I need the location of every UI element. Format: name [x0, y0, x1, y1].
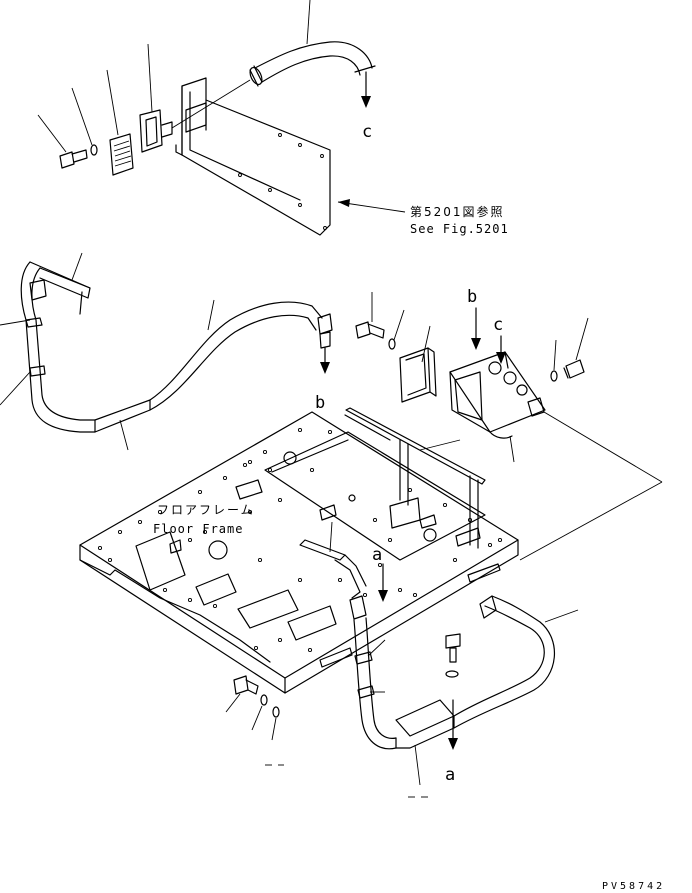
leader-line	[575, 317, 589, 361]
bolt-right-left	[355, 321, 385, 339]
washer-top	[90, 144, 98, 156]
washer-bottom-right	[445, 670, 459, 678]
arrow-c-head	[361, 96, 371, 108]
leader-line	[544, 609, 579, 623]
washer-right-right	[550, 370, 558, 382]
u-bracket	[399, 347, 437, 403]
leader-line	[421, 325, 431, 363]
bottom-hose	[349, 595, 555, 750]
bolt-top	[59, 149, 88, 169]
washer-right-left	[388, 338, 396, 350]
stand-bracket	[344, 407, 486, 549]
left-hose	[20, 261, 333, 433]
label-a-bottom: a	[445, 765, 455, 785]
floor-frame	[79, 411, 519, 694]
arrow-a-bottom-head	[448, 738, 458, 750]
leader-line	[71, 252, 83, 281]
label-c-top: c	[362, 122, 372, 142]
reference-en: See Fig.5201	[410, 222, 509, 236]
frame-label-en: Floor Frame	[153, 522, 243, 536]
drawing-code: PV58742	[602, 881, 665, 892]
construction-line	[543, 411, 663, 483]
leader-line	[393, 309, 405, 341]
arrow-c-right-head	[496, 352, 506, 364]
leader-line	[251, 705, 263, 731]
leader-line	[207, 299, 215, 331]
left-clamp-mid	[25, 317, 43, 328]
leader-line	[414, 744, 421, 786]
leader-line	[147, 43, 153, 113]
bolt-bottom-right	[445, 633, 461, 663]
leader-line	[367, 639, 386, 657]
washer-bottom-left-1	[260, 694, 268, 706]
bottom-clamp-lower	[357, 685, 375, 699]
duct-hose	[249, 41, 376, 87]
label-b-left: b	[315, 393, 325, 413]
leader-line	[225, 693, 241, 713]
leader-line	[71, 87, 93, 146]
leader-line	[509, 435, 515, 463]
grille	[109, 133, 134, 176]
label-b-right: b	[467, 287, 477, 307]
duct-adapter	[139, 79, 251, 153]
cover-plate	[175, 77, 331, 236]
leader-line	[106, 69, 119, 136]
left-clamp-lower	[29, 365, 46, 377]
leader-line	[553, 339, 557, 371]
label-a-mid: a	[372, 545, 382, 565]
leader-line	[271, 717, 277, 741]
reference-arrow-head	[338, 199, 350, 207]
leader-line	[0, 371, 31, 406]
reference-jp: 第5201図参照	[410, 204, 505, 219]
bolt-right-right	[563, 359, 585, 379]
leader-line	[119, 419, 129, 451]
leader-line	[37, 114, 67, 153]
construction-line	[519, 481, 663, 561]
arrow-b-head	[320, 362, 330, 374]
manifold-block	[449, 351, 546, 439]
leader-line	[0, 319, 31, 326]
arrow-a-head	[378, 590, 388, 602]
frame-label-jp: フロアフレーム	[157, 503, 255, 517]
left-bracket	[29, 261, 91, 315]
center-fitting	[299, 539, 367, 599]
frame-holes	[97, 427, 503, 653]
bottom-clamp-upper	[354, 651, 373, 665]
washer-bottom-left-2	[272, 706, 280, 718]
left-clamp-upper	[29, 279, 47, 301]
label-c-right: c	[493, 315, 503, 335]
leader-line	[329, 521, 333, 553]
leader-line	[306, 0, 311, 45]
arrow-b-right-head	[471, 338, 481, 350]
bolt-bottom-left	[233, 675, 259, 695]
